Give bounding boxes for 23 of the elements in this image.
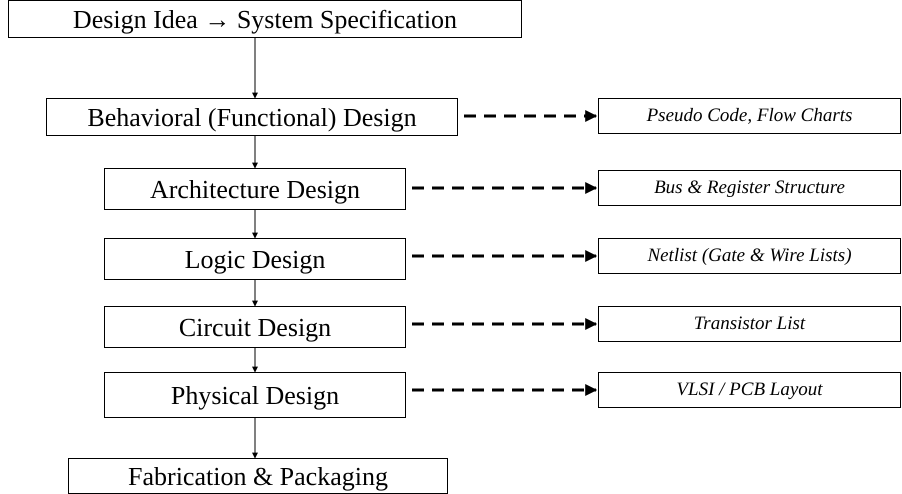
output-box: Pseudo Code, Flow Charts: [598, 98, 901, 134]
dashed-arrow: [464, 110, 598, 122]
arrow: [252, 280, 258, 307]
process-box: Behavioral (Functional) Design: [46, 98, 458, 136]
dashed-arrow: [412, 384, 598, 396]
output-box: Bus & Register Structure: [598, 170, 901, 206]
dashed-arrow: [412, 318, 598, 330]
process-box: Circuit Design: [104, 306, 406, 348]
dashed-arrow: [412, 182, 598, 194]
arrow: [252, 348, 258, 373]
process-box: Design Idea → System Specification: [8, 0, 522, 38]
output-box: VLSI / PCB Layout: [598, 372, 901, 408]
process-box: Physical Design: [104, 372, 406, 418]
process-box: Fabrication & Packaging: [68, 458, 448, 494]
arrow: [252, 418, 258, 459]
dashed-arrow: [412, 250, 598, 262]
output-box: Transistor List: [598, 306, 901, 342]
process-box: Architecture Design: [104, 168, 406, 210]
arrow: [252, 136, 258, 169]
arrow: [252, 210, 258, 239]
output-box: Netlist (Gate & Wire Lists): [598, 238, 901, 274]
arrow: [252, 38, 258, 99]
process-box: Logic Design: [104, 238, 406, 280]
